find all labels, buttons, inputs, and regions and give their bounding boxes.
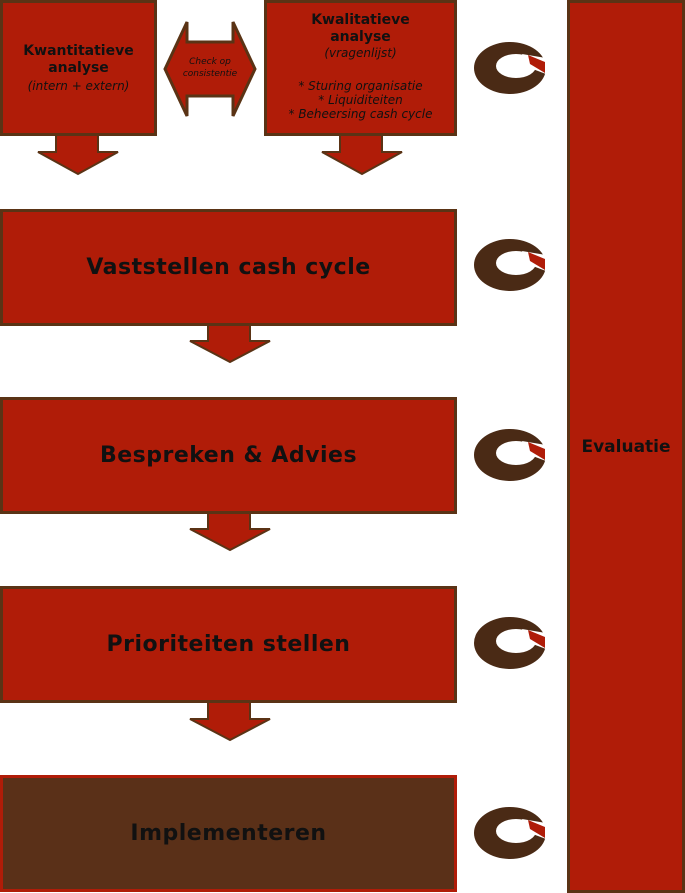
evaluatie-label: Evaluatie xyxy=(581,436,671,457)
kwalitatieve-items: * Sturing organisatie * Liquiditeiten * … xyxy=(289,79,433,121)
kwalitatieve-title-line2: analyse xyxy=(330,29,391,45)
arrow-down-icon xyxy=(321,134,403,176)
double-arrow-icon xyxy=(163,21,257,117)
kwalitatieve-subtitle: (vragenlijst) xyxy=(324,46,397,60)
kwalitatieve-item: * Beheersing cash cycle xyxy=(288,107,433,121)
ring-logo-icon xyxy=(474,42,546,94)
arrow-down-icon xyxy=(189,701,271,742)
consistency-check-line1: Check op xyxy=(189,57,231,67)
kwantitatieve-analyse-box: Kwantitatieve analyse (intern + extern) xyxy=(0,0,157,136)
arrow-down-icon xyxy=(189,324,271,364)
ring-logo-icon xyxy=(474,239,546,291)
ring-logo-icon xyxy=(474,617,546,669)
consistency-check-label: Check op consistentie xyxy=(164,56,256,80)
kwalitatieve-item: * Liquiditeiten xyxy=(318,93,403,107)
step-bespreken-label: Bespreken & Advies xyxy=(99,443,358,468)
kwantitatieve-subtitle: (intern + extern) xyxy=(27,78,130,93)
kwantitatieve-title-line1: Kwantitatieve xyxy=(23,42,134,59)
ring-logo-icon xyxy=(474,807,546,859)
kwalitatieve-title-line1: Kwalitatieve xyxy=(311,12,410,28)
ring-logo-icon xyxy=(474,429,546,481)
step-prioriteiten-box: Prioriteiten stellen xyxy=(0,586,457,703)
step-vaststellen-label: Vaststellen cash cycle xyxy=(86,255,371,280)
kwalitatieve-item: * Sturing organisatie xyxy=(298,79,423,93)
arrow-down-icon xyxy=(189,512,271,552)
consistency-check-line2: consistentie xyxy=(182,69,238,79)
arrow-down-icon xyxy=(37,134,119,176)
kwalitatieve-analyse-box: Kwalitatieve analyse (vragenlijst) * Stu… xyxy=(264,0,457,136)
kwantitatieve-title-line2: analyse xyxy=(48,59,109,76)
step-prioriteiten-label: Prioriteiten stellen xyxy=(106,632,351,657)
step-implementeren-label: Implementeren xyxy=(130,821,327,846)
step-vaststellen-box: Vaststellen cash cycle xyxy=(0,209,457,326)
evaluatie-column: Evaluatie xyxy=(567,0,685,893)
step-implementeren-box: Implementeren xyxy=(0,775,457,892)
step-bespreken-box: Bespreken & Advies xyxy=(0,397,457,514)
